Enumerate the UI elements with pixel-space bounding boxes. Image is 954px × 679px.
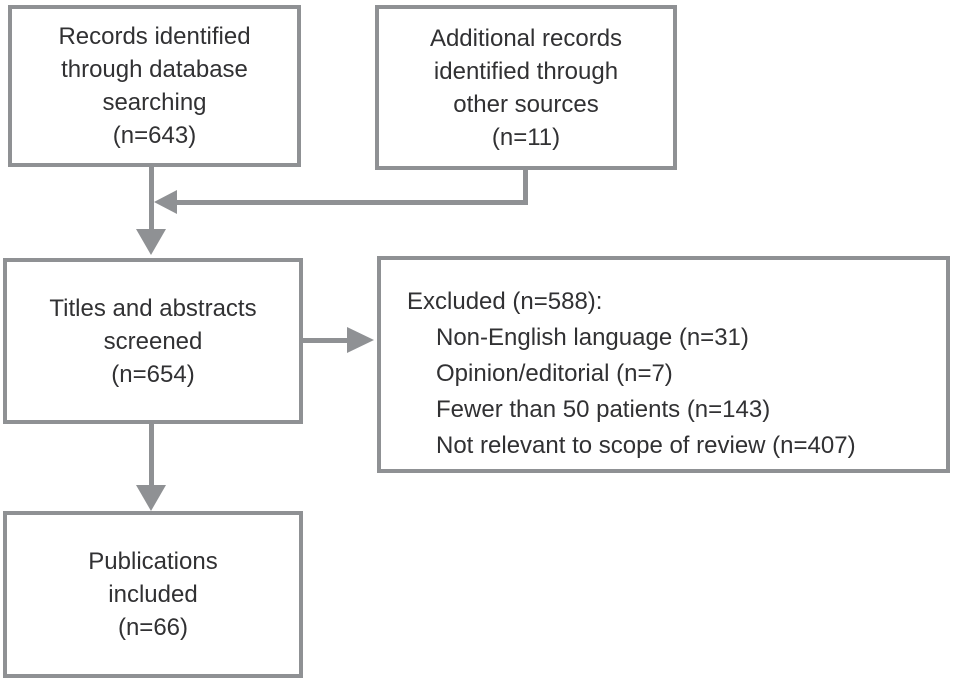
arrow-down-icon [136, 485, 166, 511]
arrow-left-icon [154, 190, 177, 214]
connector-screened-to-excluded-line [301, 338, 348, 343]
box-additional-records: Additional records identified through ot… [375, 5, 677, 170]
connector-additional-sources-down-line [523, 170, 528, 205]
excluded-heading: Excluded (n=588): [407, 288, 603, 315]
box-titles-abstracts-screened: Titles and abstracts screened (n=654) [3, 258, 303, 424]
connector-records-to-screened-line [149, 167, 154, 229]
excluded-reason-not-relevant: Not relevant to scope of review (n=407) [436, 432, 856, 459]
box-excluded: Excluded (n=588): Non-English language (… [377, 256, 950, 473]
box-titles-abstracts-screened-text: Titles and abstracts screened (n=654) [49, 294, 257, 388]
box-records-identified-text: Records identified through database sear… [58, 23, 251, 149]
excluded-reason-non-english: Non-English language (n=31) [436, 324, 749, 351]
arrow-down-icon [136, 229, 166, 255]
excluded-reason-opinion-editorial: Opinion/editorial (n=7) [436, 360, 673, 387]
connector-additional-sources-merge-line [176, 200, 528, 205]
box-publications-included: Publications included (n=66) [3, 511, 303, 678]
excluded-reason-fewer-patients: Fewer than 50 patients (n=143) [436, 396, 771, 423]
box-publications-included-text: Publications included (n=66) [88, 548, 218, 641]
connector-screened-to-included-line [149, 423, 154, 485]
arrow-right-icon [347, 327, 374, 353]
box-additional-records-text: Additional records identified through ot… [429, 24, 623, 151]
box-records-identified: Records identified through database sear… [8, 5, 301, 167]
